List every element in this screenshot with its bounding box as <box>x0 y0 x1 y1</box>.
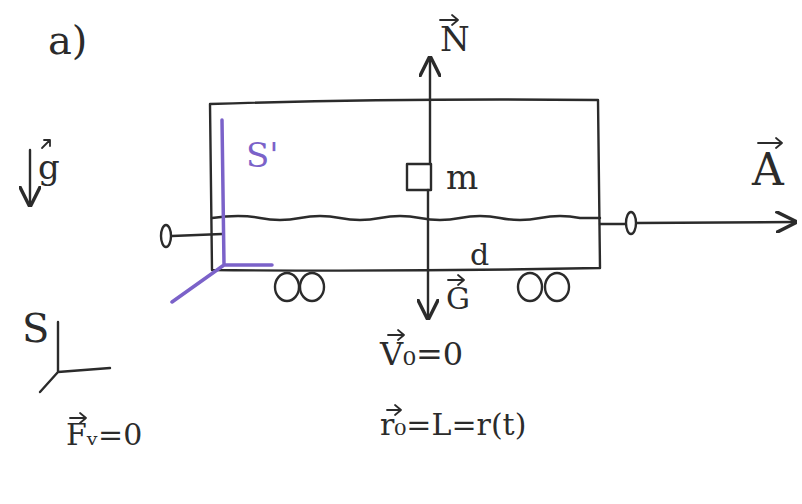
force-label: A <box>752 148 784 192</box>
force-label: Fᵥ=0 <box>66 420 142 450</box>
frame-label: S' <box>246 138 279 172</box>
surface-line <box>212 216 600 220</box>
cart-body <box>210 100 600 271</box>
part-label: a) <box>48 20 87 60</box>
angle-label: d <box>470 240 489 270</box>
force-label: G <box>446 284 470 314</box>
gravity-label: g <box>38 150 60 184</box>
block <box>407 164 431 190</box>
frame-label: S <box>22 308 49 348</box>
force-label: N <box>440 22 470 56</box>
mass-label: m <box>446 160 478 194</box>
velocity-label: V₀=0 <box>380 338 463 370</box>
position-label: r₀=L=r(t) <box>380 410 526 440</box>
